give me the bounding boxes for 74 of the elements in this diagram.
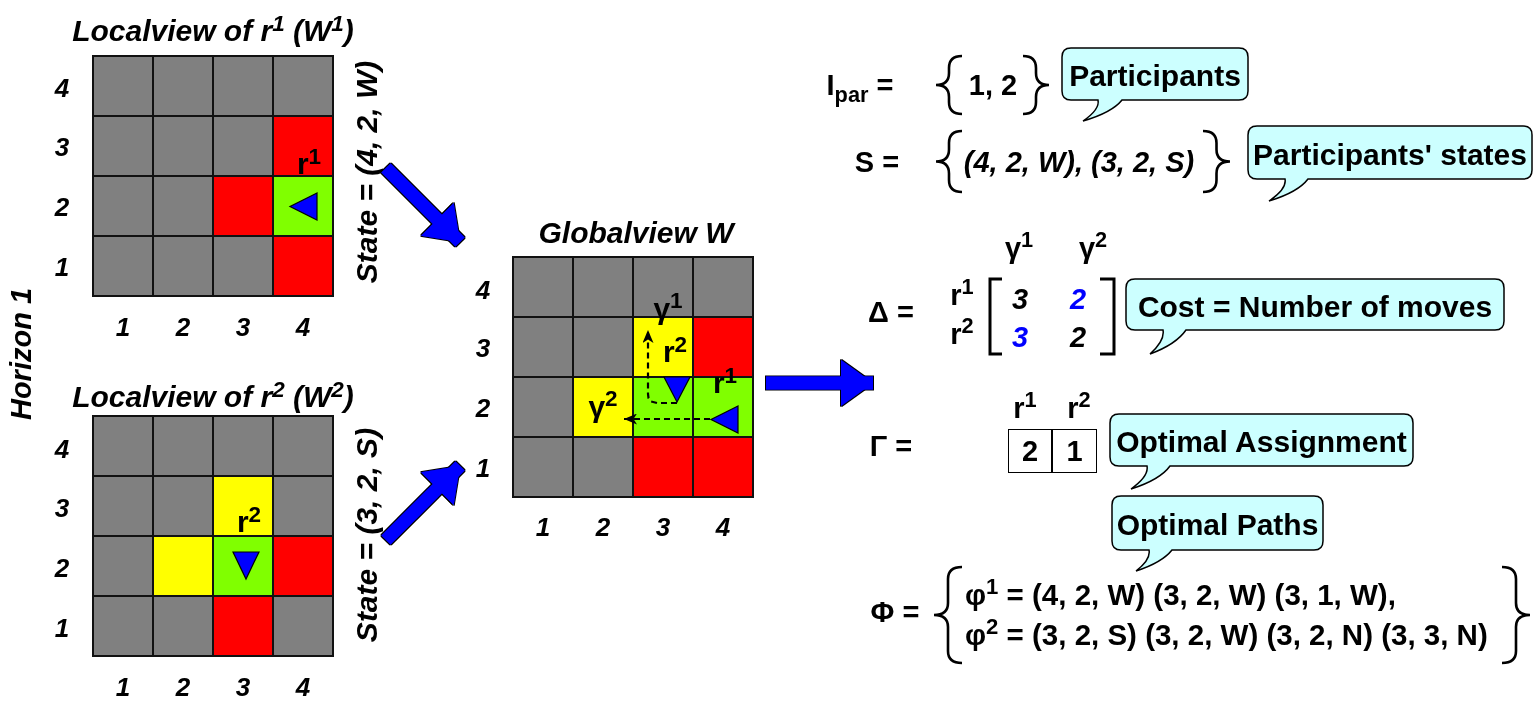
robot-label: r$^{2}$ bbox=[662, 333, 688, 369]
axis-number: 2 bbox=[54, 192, 70, 222]
axis-number: 3 bbox=[655, 512, 671, 542]
axis-number: 4 bbox=[715, 512, 731, 542]
block-arrow bbox=[381, 461, 465, 545]
speech-bubble bbox=[1126, 279, 1504, 356]
triangle-icon bbox=[663, 376, 691, 403]
speech-bubble bbox=[1112, 496, 1323, 573]
triangle-icon bbox=[289, 192, 318, 221]
path-formula: φ$^{2}$ = (3, 2, S) (3, 2, W) (3, 2, N) (3, 3, N) bbox=[965, 616, 1488, 652]
matrix-header: r$^{2}$ bbox=[950, 315, 974, 351]
assignment-cell: 2 bbox=[1008, 429, 1052, 473]
axis-number: 3 bbox=[475, 333, 491, 363]
axis-number: 2 bbox=[175, 312, 191, 342]
axis-number: 4 bbox=[295, 312, 311, 342]
axis-number: 1 bbox=[475, 453, 491, 483]
robot-label: r$^{2}$ bbox=[236, 503, 262, 539]
matrix-value: 3 bbox=[1011, 284, 1029, 316]
block-arrow bbox=[381, 163, 465, 247]
matrix-header: r$^{1}$ bbox=[950, 276, 974, 312]
axis-number: 2 bbox=[175, 672, 191, 702]
axis-number: 4 bbox=[475, 275, 491, 305]
matrix-header: r$^{1}$ bbox=[1013, 389, 1037, 425]
set-contents: (4, 2, W), (3, 2, S) bbox=[963, 147, 1195, 179]
callout-text: Cost = Number of moves bbox=[1137, 289, 1493, 322]
callout-text: Optimal Assignment bbox=[1116, 424, 1407, 458]
axis-number: 4 bbox=[54, 434, 70, 464]
set-contents: 1, 2 bbox=[968, 70, 1018, 102]
axis-number: 1 bbox=[54, 613, 70, 643]
formula-symbol: Δ = bbox=[868, 297, 914, 329]
axis-number: 4 bbox=[54, 73, 70, 103]
axis-number: 2 bbox=[595, 512, 611, 542]
callout-text: Optimal Paths bbox=[1116, 507, 1319, 541]
block-arrow bbox=[766, 360, 873, 406]
matrix-value: 2 bbox=[1069, 322, 1087, 354]
speech-bubble bbox=[1248, 126, 1532, 203]
axis-number: 1 bbox=[535, 512, 551, 542]
assignment-cell: 1 bbox=[1052, 429, 1097, 473]
axis-number: 3 bbox=[54, 132, 70, 162]
axis-number: 1 bbox=[115, 312, 131, 342]
matrix-header: γ$^{1}$ bbox=[1004, 229, 1034, 265]
grid-title: Localview of r$^{1}$ (W$^{1}$) bbox=[72, 12, 354, 48]
axis-number: 4 bbox=[295, 672, 311, 702]
formula-symbol: Γ = bbox=[869, 431, 913, 463]
dashed-arrow bbox=[642, 330, 677, 405]
goal-label: γ$^{1}$ bbox=[644, 284, 692, 330]
path-formula: φ$^{1}$ = (4, 2, W) (3, 2, W) (3, 1, W), bbox=[965, 576, 1396, 612]
callout-text: Participants bbox=[1069, 58, 1241, 92]
axis-number: 2 bbox=[475, 393, 491, 423]
axis-number: 3 bbox=[235, 672, 251, 702]
matrix-value: 3 bbox=[1011, 322, 1029, 354]
horizon-label: Horizon 1 bbox=[6, 287, 38, 421]
speech-bubble bbox=[1062, 48, 1248, 123]
triangle-icon bbox=[710, 405, 739, 434]
formula-symbol: I$_{par}$ = bbox=[826, 70, 894, 106]
dashed-arrow bbox=[624, 413, 710, 425]
state-label: State = (4, 2, W) bbox=[349, 60, 383, 284]
matrix-header: γ$^{2}$ bbox=[1078, 229, 1108, 265]
matrix-header: r$^{2}$ bbox=[1067, 389, 1091, 425]
matrix-value: 2 bbox=[1069, 284, 1087, 316]
callout-text: Participants' states bbox=[1253, 137, 1527, 170]
formula-symbol: S = bbox=[854, 147, 900, 179]
speech-bubble bbox=[1110, 414, 1413, 491]
robot-label: r$^{1}$ bbox=[296, 145, 322, 181]
grid-title: Localview of r$^{2}$ (W$^{2}$) bbox=[72, 378, 354, 414]
axis-number: 1 bbox=[115, 672, 131, 702]
state-label: State = (3, 2, S) bbox=[349, 427, 383, 643]
axis-number: 2 bbox=[54, 553, 70, 583]
axis-number: 3 bbox=[54, 493, 70, 523]
grid-title: Globalview W bbox=[538, 215, 734, 249]
axis-number: 1 bbox=[54, 252, 70, 282]
formula-symbol: Φ = bbox=[870, 597, 920, 629]
triangle-icon bbox=[232, 551, 260, 580]
axis-number: 3 bbox=[235, 312, 251, 342]
